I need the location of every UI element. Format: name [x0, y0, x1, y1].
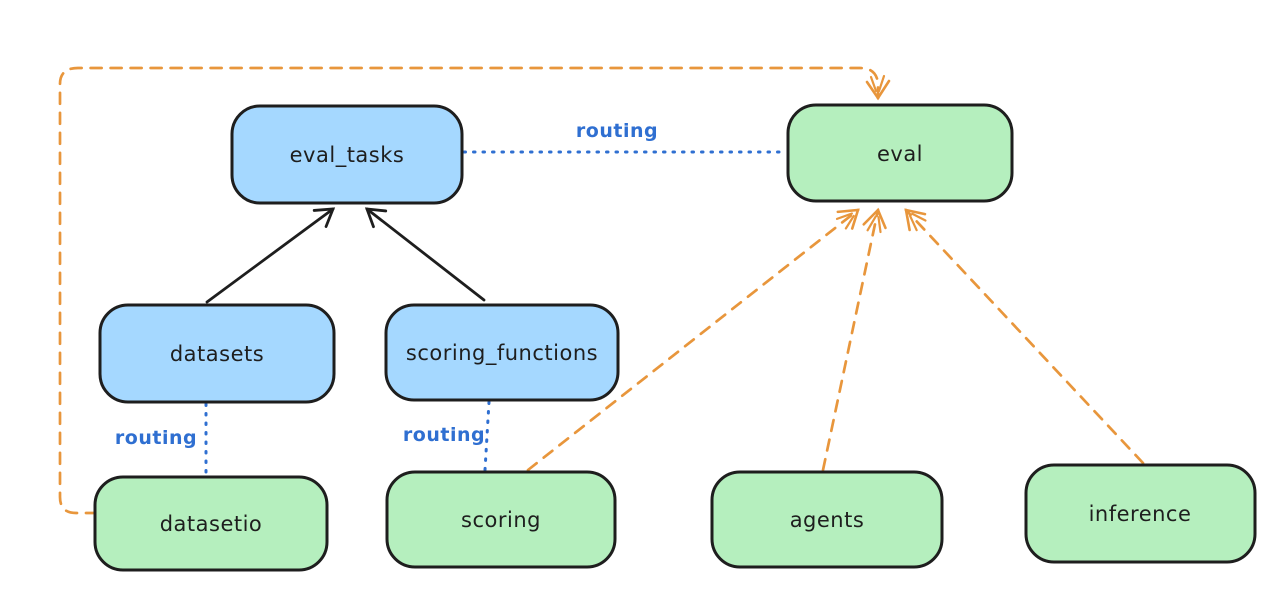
node-inference: inference: [1024, 463, 1257, 564]
edge-datasetio-to-eval-loop: [58, 66, 891, 515]
edge-scoring-functions-to-eval-tasks: [364, 207, 486, 302]
node-datasets: datasets: [98, 303, 336, 404]
node-inference-box: [1024, 463, 1257, 564]
node-scoring-label: scoring: [461, 508, 541, 532]
node-scoring-box: [385, 470, 617, 569]
routing-label-top: routing: [576, 120, 658, 142]
node-eval-tasks: eval_tasks: [230, 104, 464, 205]
routing-label-scoring: routing: [403, 424, 485, 446]
routing-label-datasets: routing: [115, 427, 197, 449]
node-eval-tasks-label: eval_tasks: [290, 143, 405, 168]
edge-agents-to-eval: [821, 207, 887, 472]
node-agents-label: agents: [790, 508, 865, 532]
edge-scoring-to-eval: [526, 208, 860, 472]
node-datasetio: datasetio: [93, 475, 329, 572]
node-scoring-functions-box: [384, 303, 620, 402]
node-datasets-box: [98, 303, 336, 404]
node-datasetio-box: [93, 475, 329, 572]
node-eval-box: [786, 103, 1014, 203]
node-scoring-functions-label: scoring_functions: [406, 341, 598, 366]
node-inference-label: inference: [1089, 502, 1192, 526]
node-datasetio-label: datasetio: [160, 512, 263, 536]
node-agents: agents: [710, 470, 944, 569]
node-agents-box: [710, 470, 944, 569]
node-eval: eval: [786, 103, 1014, 203]
node-scoring: scoring: [385, 470, 617, 569]
edge-routing-scoring-functions-to-scoring: [483, 400, 491, 472]
node-eval-label: eval: [877, 142, 923, 166]
node-eval-tasks-box: [230, 104, 464, 205]
edge-inference-to-eval: [904, 208, 1145, 465]
edge-datasets-to-eval-tasks: [205, 207, 336, 304]
node-datasets-label: datasets: [170, 342, 264, 366]
node-scoring-functions: scoring_functions: [384, 303, 620, 402]
